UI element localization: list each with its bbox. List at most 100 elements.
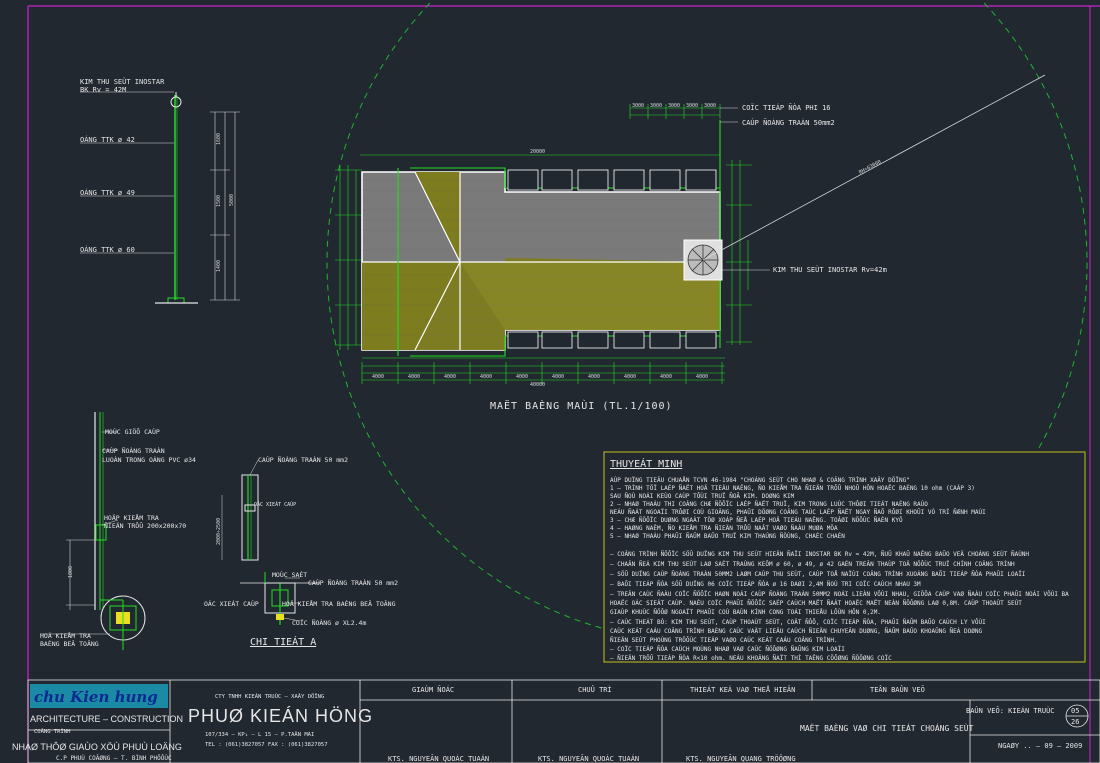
svg-text:20000: 20000: [530, 149, 545, 155]
project-name: NHAØ THÔØ GIAÙO XÖÙ PHUÙ LOÄNG: [12, 742, 182, 752]
mast-pipe-60: OÁNG TTK ø 60: [80, 245, 135, 254]
head-design: THIEÁT KEÁ VAØ THEÅ HIEÄN: [690, 685, 795, 694]
roof-plan: 4000 4000 4000 4000 4000 4000 4000 4000 4000 4…: [335, 74, 1046, 388]
detail-a-cable: CAÙP ÑOÀNG TRAÀN 50 mm2: [258, 455, 348, 464]
head-drawing-name: TEÂN BAÛN VEÕ: [870, 685, 925, 694]
sheet-total: 26: [1071, 718, 1079, 726]
mast-title-1: KIM THU SEÙT INOSTAR: [80, 77, 165, 86]
wall-label-6: HOÁ KIEÅM TRA: [40, 631, 91, 640]
arch-construction: ARCHITECTURE – CONSTRUCTION: [30, 714, 183, 724]
detail-a-rod: COÏC ÑOÀNG ø XL2.4m: [292, 618, 366, 627]
logo-text: chu Kien hung: [34, 688, 158, 706]
wall-label-7: BAÈNG BEÂ TOÂNG: [40, 639, 99, 648]
head-director: GIAÙM ÑOÁC: [412, 685, 454, 694]
title-block: [27, 679, 1100, 763]
svg-text:– CAÙC THEÁT BÒ: KIM THU SEÙT: – CAÙC THEÁT BÒ: KIM THU SEÙT, CAÙP THOA…: [610, 619, 986, 626]
detail-a-title: CHI TIEÁT A: [250, 635, 316, 648]
wall-label-2: CAÙP ÑOÀNG TRAÀN: [102, 446, 165, 455]
svg-text:4000: 4000: [444, 374, 456, 380]
wall-label-3: LUOÀN TRONG OÁNG PVC ø34: [102, 455, 196, 464]
svg-text:5 – NHAØ THAÀU PHAÛI ÑAÛM BAÛO: 5 – NHAØ THAÀU PHAÛI ÑAÛM BAÛO TRUÏ KIM …: [610, 532, 845, 540]
svg-text:NEÁU ÑAÁT NGOAÏI TRÔØI COÙ GIO: NEÁU ÑAÁT NGOAÏI TRÔØI COÙ GIOÂNG, PHAÛI…: [610, 508, 986, 516]
svg-text:4000: 4000: [624, 374, 636, 380]
company-small: CTY TNHH KIEÁN TRUÙC – XAÂY DÖÏNG: [215, 693, 324, 700]
company-phone: TEL : (061)3827057 FAX : (061)3827057: [205, 742, 328, 748]
label-rod-top: COÏC TIEÁP ÑÒA PHI 16: [742, 103, 831, 112]
mast-title-2: BK Rv = 42M: [80, 86, 126, 94]
wall-label-4: HOÄP KIEÅM TRA: [104, 513, 159, 522]
svg-text:3000: 3000: [650, 103, 662, 109]
notes-box: [603, 451, 1086, 663]
svg-text:– SÖÛ DUÏNG CAÙP ÑOÀNG TRAÀN: – SÖÛ DUÏNG CAÙP ÑOÀNG TRAÀN 50MM2 LAØM …: [610, 571, 1026, 578]
name-lead: KTS. NGUYEÃN QUOÁC TUAÁN: [538, 754, 639, 763]
radius-dim: RH=63000: [858, 159, 882, 176]
drawing-set: BAÛN VEÕ: KIEÁN TRUÙC: [966, 706, 1055, 715]
svg-text:3000: 3000: [686, 103, 698, 109]
company-logo: [30, 684, 168, 708]
svg-text:4000: 4000: [660, 374, 672, 380]
svg-text:5000: 5000: [229, 194, 235, 206]
svg-text:3000: 3000: [632, 103, 644, 109]
notes-heading: THUYEÁT MINH: [610, 457, 682, 470]
svg-text:1500: 1500: [216, 195, 222, 207]
svg-text:4000: 4000: [552, 374, 564, 380]
svg-text:1400: 1400: [216, 260, 222, 272]
wall-label-5: ÑIEÄN TRÔÛ 200x200x70: [104, 521, 186, 530]
detail-a-hook: MOÙC SAÉT: [272, 570, 307, 579]
svg-text:4000: 4000: [372, 374, 384, 380]
svg-text:– ÑIEÄN TRÔÛ TIEÁP ÑÒA R<10 o: – ÑIEÄN TRÔÛ TIEÁP ÑÒA R<10 ohm. NEÁU KH…: [610, 654, 892, 662]
svg-text:3000: 3000: [704, 103, 716, 109]
svg-text:– CHAÂN ÑEÁ KIM THU SEÙT LAØ: – CHAÂN ÑEÁ KIM THU SEÙT LAØ SAÉT TRAÙNG…: [610, 560, 1015, 568]
svg-text:4000: 4000: [516, 374, 528, 380]
svg-text:4000: 4000: [696, 374, 708, 380]
svg-text:GIAÙP KHUÙC ÑÖÔØ NGOAÏT PHAÛI: GIAÙP KHUÙC ÑÖÔØ NGOAÏT PHAÛI COÙ BAÙN K…: [610, 608, 881, 616]
cong-trinh-label: COÂNG TRÌNH: [34, 728, 70, 735]
detail-a: 2000÷2500: [216, 459, 320, 625]
svg-text:SAU ÑOÙ NOÁI KEÙO CAÙP TÔÙI: SAU ÑOÙ NOÁI KEÙO CAÙP TÔÙI TRUÏ ÑOÃ KIM…: [610, 493, 795, 500]
svg-text:2 – NHAØ THAÀU THI COÂNG CHÆ Ñ: 2 – NHAØ THAÀU THI COÂNG CHÆ ÑÖÔÏC LAÉP …: [610, 500, 928, 508]
svg-text:AÙP DUÏNG TIEÂU CHUAÅN TCVN 46: AÙP DUÏNG TIEÂU CHUAÅN TCVN 46-1984 "CHO…: [610, 477, 910, 484]
svg-text:HOAËC OÁC SIEÁT CAÙP. NAÈU COÏ: HOAËC OÁC SIEÁT CAÙP. NAÈU COÏC PHAÛI ÑÖ…: [610, 599, 1022, 607]
wall-label-1: MOÙC GIÖÕ CAÙP: [105, 427, 160, 436]
svg-text:1800: 1800: [68, 566, 74, 578]
drawing-title: MAËT BAÈNG VAØ CHI TIEÁT CHOÁNG SEÙT: [800, 722, 974, 733]
label-cable-top: CAÙP ÑOÀNG TRAÀN 50mm2: [742, 118, 835, 127]
svg-text:3000: 3000: [668, 103, 680, 109]
svg-text:– TREÂN CAÙC ÑAÀU COÏC ÑÖÔÏC: – TREÂN CAÙC ÑAÀU COÏC ÑÖÔÏC HAØN NOÁI C…: [610, 591, 1069, 598]
mast-pipe-42: OÁNG TTK ø 42: [80, 135, 135, 144]
svg-text:4000: 4000: [588, 374, 600, 380]
detail-a-clamp: OÁC XIEÁT CAÙP: [254, 501, 296, 508]
svg-text:1600: 1600: [216, 133, 222, 145]
svg-text:4 – HAØNG NAÊM, ÑO KIEÅM TRA Ñ: 4 – HAØNG NAÊM, ÑO KIEÅM TRA ÑIEÄN TRÔÛ …: [610, 524, 838, 532]
svg-text:1 – TRÌNH TÖÏ LAÉP ÑAËT HOÄ T: 1 – TRÌNH TÖÏ LAÉP ÑAËT HOÄ TIEÁU NAÊNG,…: [610, 484, 975, 492]
mast-pipe-49: OÁNG TTK ø 49: [80, 188, 135, 197]
svg-text:ÑIEÄN SEÙT PHOÙNG TRÖÔÙC TIEÁP: ÑIEÄN SEÙT PHOÙNG TRÖÔÙC TIEÁP VAØO CAÙC…: [610, 637, 838, 644]
svg-text:40000: 40000: [530, 382, 545, 388]
detail-a-box: HOÄ KIEÅM TRA BAÈNG BEÂ TOÂNG: [282, 599, 396, 608]
name-design: KTS. NGUYEÃN QUANG TRÖÔØNG: [686, 754, 796, 763]
wall-detail: 1800: [40, 412, 146, 650]
label-rod-right: KIM THU SEÙT INOSTAR Rv=42m: [773, 265, 887, 274]
radius-leader: [702, 74, 1046, 261]
svg-text:– BAÕI TIEÁP ÑÒA SÖÛ DUÏNG 06: – BAÕI TIEÁP ÑÒA SÖÛ DUÏNG 06 COÏC TIEÁP…: [610, 581, 921, 588]
svg-text:3 – CHÆ ÑÖÔÏC DUØNG NGAÀT TÖØ: 3 – CHÆ ÑÖÔÏC DUØNG NGAÀT TÖØ XOÁP ÑEÅ L…: [610, 516, 903, 524]
name-director: KTS. NGUYEÃN QUOÁC TUAÁN: [388, 754, 489, 763]
company-address: 107/334 – KP₁ – L 15 – P.TAÂN MAI: [205, 731, 314, 738]
svg-text:2000÷2500: 2000÷2500: [216, 518, 222, 545]
head-lead: CHUÛ TRÌ: [578, 685, 612, 694]
plan-title: MAËT BAÈNG MAÙI (TL.1/100): [490, 399, 673, 412]
svg-text:4000: 4000: [408, 374, 420, 380]
project-location: C.P PHUÙ COÂØNG – T. BÌNH PHÖÔÙC: [56, 755, 172, 762]
company-name: PHUØ KIEÁN HÖNG: [188, 706, 373, 726]
detail-a-clamp-2: OÁC XIEÁT CAÙP: [204, 599, 259, 608]
svg-text:– COÂNG TRÌNH ÑÖÔÏC SÖÛ DUÏNG: – COÂNG TRÌNH ÑÖÔÏC SÖÛ DUÏNG KIM THU SE…: [610, 550, 1029, 558]
svg-text:4000: 4000: [480, 374, 492, 380]
sheet-number: 05: [1071, 707, 1079, 715]
mast-elevation: 1600 1500 1400 5000: [80, 91, 240, 304]
notes-lines: AÙP DUÏNG TIEÂU CHUAÅN TCVN 46-1984 "CHO…: [610, 477, 1069, 662]
svg-text:CAÙC KEÁT CAÁU COÂNG TRÌNH BAÈ: CAÙC KEÁT CAÁU COÂNG TRÌNH BAÈNG CAÙC VA…: [610, 627, 982, 635]
svg-text:– COÏC TIEÁP ÑÒA CAÙCH MOÙNG: – COÏC TIEÁP ÑÒA CAÙCH MOÙNG NHAØ VAØ CA…: [610, 646, 845, 653]
drawing-date: NGAØY .. – 09 – 2009: [998, 742, 1082, 750]
detail-a-cable-2: CAÙP ÑOÀNG TRAÀN 50 mm2: [308, 578, 398, 587]
